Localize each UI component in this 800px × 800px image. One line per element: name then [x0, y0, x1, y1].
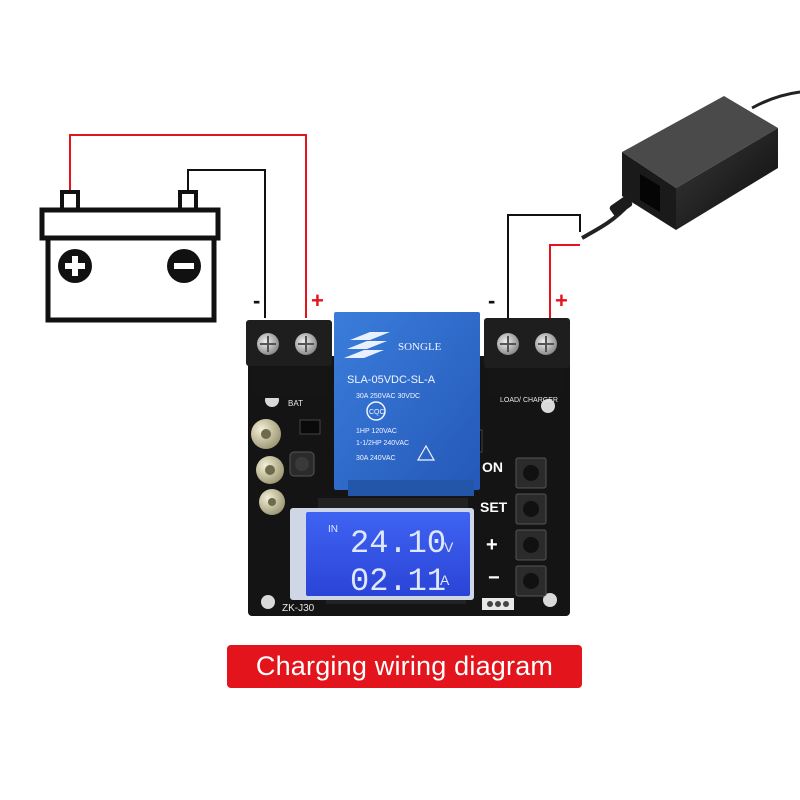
bat-silkscreen-label: BAT [288, 399, 303, 408]
bat-negative-label: - [253, 288, 260, 313]
lcd-current-value: 02.11 [350, 563, 446, 600]
adapter-input-cable [751, 90, 800, 110]
capacitor-icon [251, 419, 285, 515]
button-column: ON SET + − [480, 457, 547, 597]
relay-rating-4: 30A 240VAC [356, 455, 396, 462]
on-button[interactable] [515, 457, 547, 489]
load-positive-label: + [555, 288, 568, 313]
minus-button-label: − [488, 567, 500, 589]
relay-rating-3: 1-1/2HP 240VAC [356, 440, 409, 447]
lcd-display-icon: IN 24.10 V 02.11 A [290, 508, 474, 600]
mount-hole [541, 399, 555, 413]
load-silkscreen-label: LOAD/ CHARGER [500, 397, 558, 404]
power-adapter-icon [609, 96, 778, 230]
set-button[interactable] [515, 493, 547, 525]
battery-negative-terminal-icon [167, 249, 201, 283]
pin-header [318, 498, 468, 508]
lcd-voltage-unit: V [444, 539, 454, 555]
relay-model: SLA-05VDC-SL-A [347, 374, 436, 386]
plus-button-label: + [486, 534, 498, 556]
wire-load-positive [549, 244, 580, 318]
wire-labels: - + - + [253, 288, 568, 313]
board-model-label: ZK-J30 [282, 603, 315, 614]
mount-hole [261, 595, 275, 609]
set-button-label: SET [480, 499, 508, 515]
plus-button[interactable] [515, 529, 547, 561]
terminal-block-battery [246, 320, 332, 398]
terminal-block-load [484, 318, 570, 398]
relay-brand: SONGLE [398, 341, 442, 353]
mount-hole [543, 593, 557, 607]
relay-rating-1: 30A 250VAC 30VDC [356, 393, 420, 400]
lcd-voltage-value: 24.10 [350, 525, 446, 562]
relay-rating-2: 1HP 120VAC [356, 428, 397, 435]
relay-icon: SONGLE SLA-05VDC-SL-A 30A 250VAC 30VDC C… [334, 312, 480, 496]
minus-button[interactable] [515, 565, 547, 597]
wire-load-negative [507, 214, 581, 318]
wire-group [69, 90, 800, 318]
lcd-current-unit: A [440, 572, 450, 588]
lcd-input-prefix: IN [328, 524, 338, 535]
wire-battery-negative [187, 169, 266, 318]
songle-logo-icon [344, 332, 390, 358]
battery-positive-terminal-icon [58, 249, 92, 283]
bat-positive-label: + [311, 288, 324, 313]
wire-battery-positive [69, 134, 307, 318]
warning-triangle-icon [416, 444, 436, 461]
on-button-label: ON [482, 459, 503, 475]
relay-cert: CQC [369, 409, 385, 416]
caption-banner: Charging wiring diagram [227, 645, 582, 688]
chip-icon [299, 419, 321, 435]
battery-icon [39, 190, 221, 323]
load-negative-label: - [488, 288, 495, 313]
